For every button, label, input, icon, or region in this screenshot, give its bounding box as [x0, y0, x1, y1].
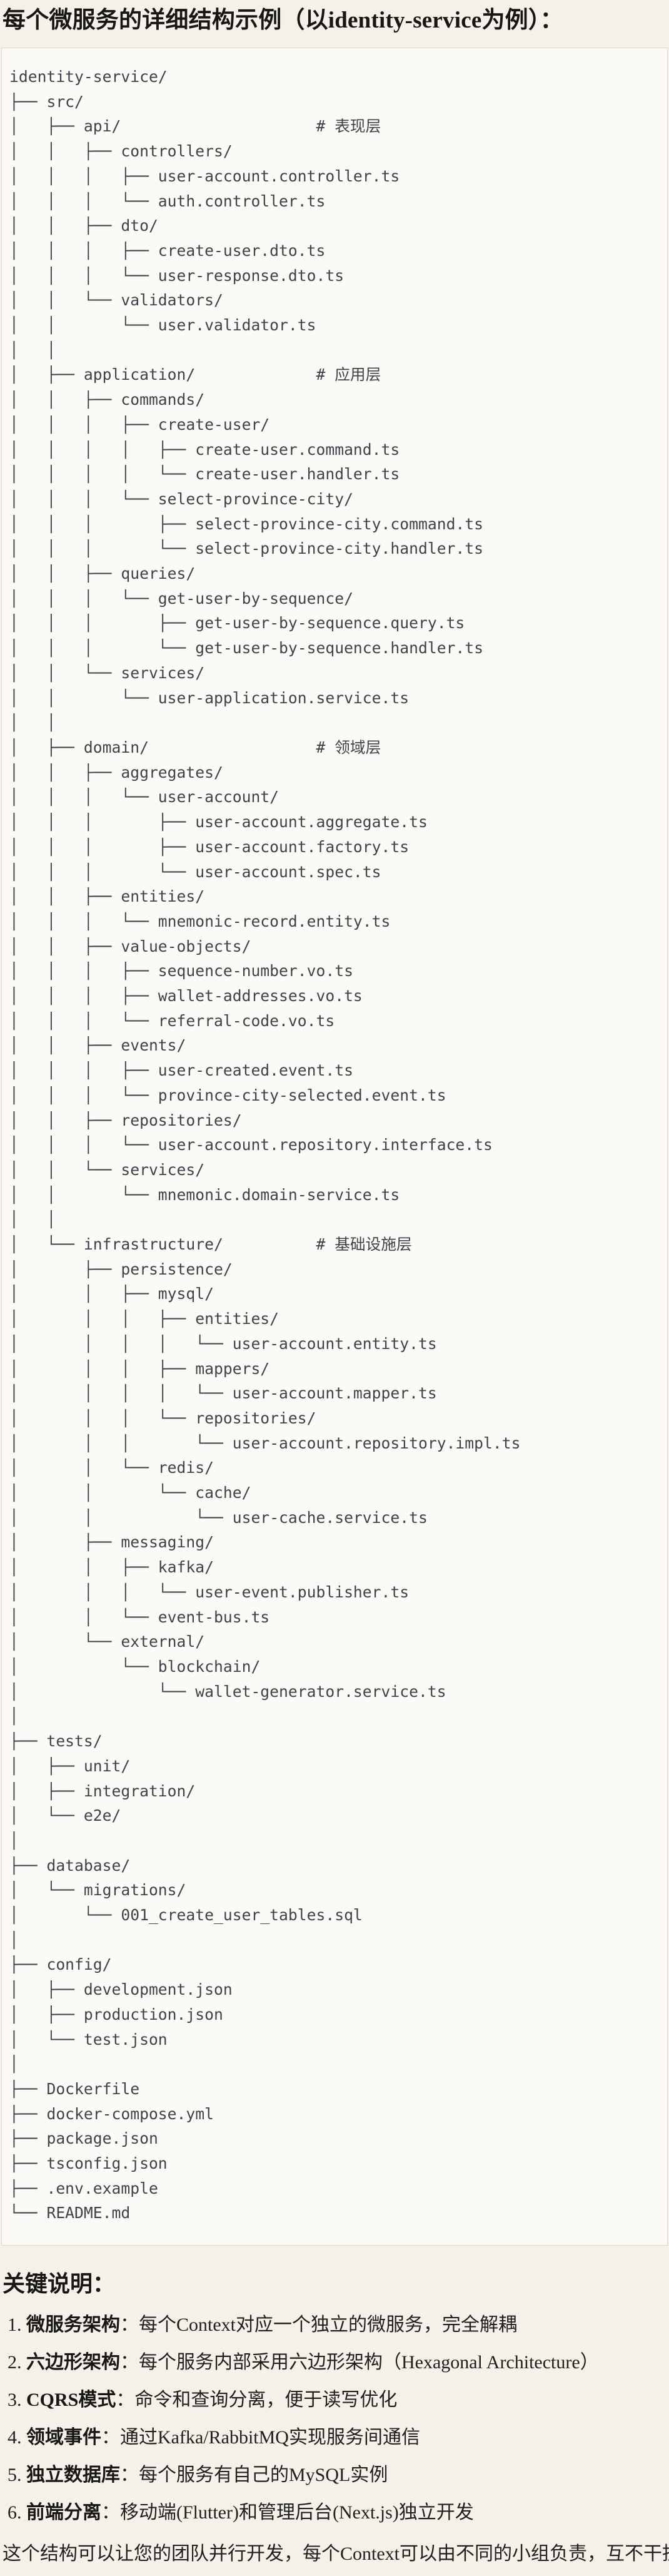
note-item-label: 前端分离	[26, 2502, 101, 2523]
note-item-text: 每个服务内部采用六边形架构（Hexagonal Architecture）	[139, 2352, 599, 2373]
note-item-separator: ：	[120, 2465, 139, 2486]
note-item-separator: ：	[120, 2314, 139, 2336]
note-item-text: 每个服务有自己的MySQL实例	[139, 2465, 388, 2486]
closing-paragraph: 这个结构可以让您的团队并行开发，每个Context可以由不同的小组负责，互不干扰…	[3, 2543, 669, 2565]
note-item-number: 3.	[8, 2390, 22, 2411]
document-page: 每个微服务的详细结构示例（以identity-service为例）： ident…	[1, 6, 669, 2573]
note-item: 2. 六边形架构：每个服务内部采用六边形架构（Hexagonal Archite…	[8, 2344, 668, 2381]
note-item-number: 1.	[8, 2314, 22, 2336]
note-item-label: CQRS模式	[26, 2390, 116, 2411]
note-item-text: 命令和查询分离，便于读写优化	[134, 2390, 398, 2411]
note-item-label: 六边形架构	[26, 2352, 120, 2373]
note-item-separator: ：	[101, 2427, 120, 2448]
note-item-separator: ：	[116, 2390, 135, 2411]
note-item-number: 5.	[8, 2465, 22, 2486]
directory-tree-code-block: identity-service/ ├── src/ │ ├── api/ # …	[1, 48, 668, 2246]
note-item-separator: ：	[120, 2352, 139, 2373]
note-item: 4. 领域事件：通过Kafka/RabbitMQ实现服务间通信	[8, 2419, 668, 2456]
note-item-number: 6.	[8, 2502, 22, 2523]
note-item: 5. 独立数据库：每个服务有自己的MySQL实例	[8, 2456, 668, 2494]
page-title: 每个微服务的详细结构示例（以identity-service为例）：	[3, 8, 563, 33]
note-item: 1. 微服务架构：每个Context对应一个独立的微服务，完全解耦	[8, 2306, 668, 2344]
note-item-label: 微服务架构	[26, 2314, 120, 2336]
note-item-label: 独立数据库	[26, 2465, 120, 2486]
note-item-label: 领域事件	[26, 2427, 101, 2448]
note-item: 6. 前端分离：移动端(Flutter)和管理后台(Next.js)独立开发	[8, 2494, 668, 2532]
note-item: 3. CQRS模式：命令和查询分离，便于读写优化	[8, 2381, 668, 2419]
note-item-separator: ：	[101, 2502, 120, 2523]
note-item-text: 移动端(Flutter)和管理后台(Next.js)独立开发	[120, 2502, 474, 2523]
note-item-text: 每个Context对应一个独立的微服务，完全解耦	[139, 2314, 517, 2336]
note-item-number: 2.	[8, 2352, 22, 2373]
notes-heading: 关键说明：	[3, 2271, 116, 2297]
note-item-text: 通过Kafka/RabbitMQ实现服务间通信	[120, 2427, 420, 2448]
note-item-number: 4.	[8, 2427, 22, 2448]
